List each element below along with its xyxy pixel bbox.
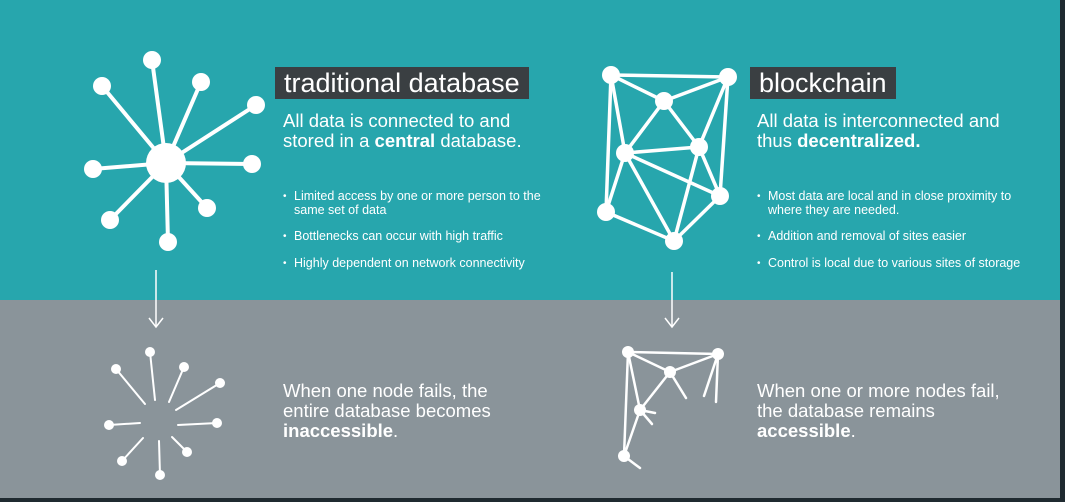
traditional-database-title: traditional database: [275, 67, 529, 99]
down-arrow-icon: [148, 270, 164, 329]
traditional-intro: All data is connected to and stored in a…: [283, 111, 523, 151]
bottom-band: [0, 300, 1060, 498]
blockchain-title: blockchain: [750, 67, 896, 99]
blockchain-outcome-text-end: .: [850, 420, 856, 441]
blockchain-outcome-text: When one or more nodes fail, the databas…: [757, 380, 1000, 421]
traditional-intro-emphasis: central: [374, 130, 436, 151]
list-item: Highly dependent on network connectivity: [283, 256, 548, 271]
blockchain-intro-emphasis: decentralized.: [797, 130, 921, 151]
failed-centralized-network-icon: [104, 347, 225, 480]
resilient-decentralized-network-icon: [618, 346, 724, 470]
traditional-bullet-list: Limited access by one or more person to …: [283, 189, 548, 283]
blockchain-failure-outcome: When one or more nodes fail, the databas…: [757, 381, 1007, 441]
list-item: Addition and removal of sites easier: [757, 229, 1022, 244]
traditional-outcome-text-end: .: [393, 420, 399, 441]
blockchain-intro-text: All data is interconnected and thus: [757, 110, 1000, 151]
blockchain-outcome-emphasis: accessible: [757, 420, 851, 441]
blockchain-bullet-list: Most data are local and in close proximi…: [757, 189, 1022, 283]
list-item: Control is local due to various sites of…: [757, 256, 1022, 271]
list-item: Bottlenecks can occur with high traffic: [283, 229, 548, 244]
traditional-outcome-emphasis: inaccessible: [283, 420, 394, 441]
list-item: Limited access by one or more person to …: [283, 189, 548, 217]
traditional-failure-outcome: When one node fails, the entire database…: [283, 381, 513, 441]
traditional-intro-text: All data is connected to and stored in a: [283, 110, 511, 151]
down-arrow-icon: [664, 272, 680, 329]
traditional-outcome-text: When one node fails, the entire database…: [283, 380, 491, 421]
blockchain-intro: All data is interconnected and thus dece…: [757, 111, 1007, 151]
centralized-network-icon: [84, 51, 265, 251]
list-item: Most data are local and in close proximi…: [757, 189, 1022, 217]
frame-edge: [1060, 0, 1065, 502]
decentralized-network-icon: [597, 66, 737, 250]
traditional-intro-text-end: database.: [435, 130, 522, 151]
